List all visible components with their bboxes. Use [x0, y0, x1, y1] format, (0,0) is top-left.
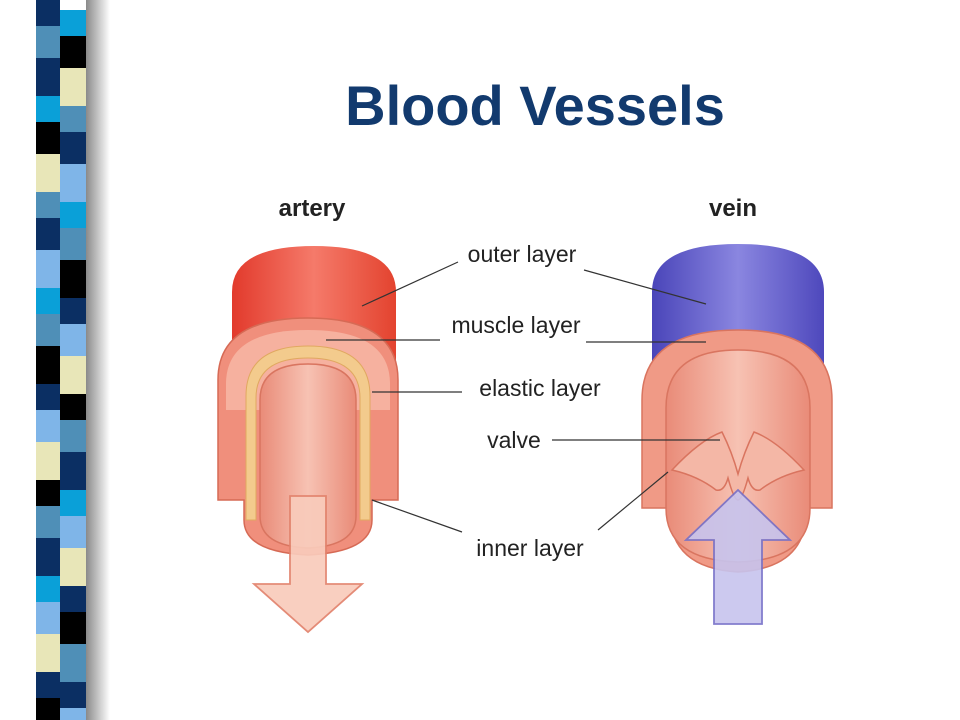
sidebar-stripe — [60, 36, 86, 68]
inner-layer-label: inner layer — [476, 535, 584, 561]
sidebar-stripe — [60, 452, 86, 490]
artery-elastic-layer — [245, 345, 371, 521]
sidebar-stripe — [36, 26, 60, 58]
artery-illustration — [217, 246, 399, 634]
leader-lines — [326, 261, 720, 533]
vein-inner-layer — [665, 349, 811, 563]
sidebar-stripe — [60, 132, 86, 164]
sidebar-stripe — [60, 228, 86, 260]
sidebar-stripe — [36, 480, 60, 506]
sidebar-stripe — [36, 576, 60, 602]
sidebar-stripe — [60, 548, 86, 586]
sidebar-stripe — [36, 506, 60, 538]
sidebar-stripe — [36, 0, 60, 26]
sidebar-stripe — [36, 634, 60, 672]
sidebar-stripe — [60, 516, 86, 548]
slide-title: Blood Vessels — [345, 74, 725, 137]
outer-layer-label: outer layer — [468, 241, 577, 267]
sidebar-stripe — [36, 602, 60, 634]
sidebar-stripe — [36, 410, 60, 442]
sidebar-stripe — [36, 58, 60, 96]
sidebar-stripe — [60, 420, 86, 452]
sidebar-stripe — [36, 442, 60, 480]
sidebar-stripe — [60, 298, 86, 324]
sidebar-stripe — [60, 324, 86, 356]
sidebar-stripe — [36, 122, 60, 154]
sidebar-stripe — [60, 106, 86, 132]
sidebar-stripe — [36, 346, 60, 384]
sidebar-stripe — [60, 10, 86, 36]
sidebar-stripe — [36, 250, 60, 288]
sidebar-stripe — [60, 68, 86, 106]
decorative-sidebar — [36, 0, 110, 720]
sidebar-stripe — [36, 672, 60, 698]
sidebar-stripe — [36, 154, 60, 192]
sidebar-stripe — [60, 164, 86, 202]
vein-illustration — [641, 244, 833, 625]
artery-inner-layer — [259, 363, 357, 549]
sidebar-stripe — [60, 260, 86, 298]
sidebar-stripe — [60, 612, 86, 644]
sidebar-stripe — [36, 384, 60, 410]
sidebar-stripe — [36, 314, 60, 346]
sidebar-stripe — [36, 192, 60, 218]
artery-flow-arrow — [251, 495, 365, 634]
sidebar-stripe — [60, 356, 86, 394]
sidebar-stripe — [36, 96, 60, 122]
sidebar-stripe — [60, 394, 86, 420]
sidebar-stripe — [36, 218, 60, 250]
sidebar-stripe — [60, 490, 86, 516]
vein-flow-arrow — [683, 488, 793, 625]
vein-label: vein — [709, 195, 757, 222]
sidebar-stripe — [36, 538, 60, 576]
elastic-layer-label: elastic layer — [479, 375, 601, 401]
sidebar-stripes — [36, 0, 86, 720]
muscle-layer-label: muscle layer — [451, 312, 580, 338]
sidebar-stripe — [60, 644, 86, 682]
sidebar-stripe — [60, 586, 86, 612]
sidebar-stripe — [60, 682, 86, 708]
sidebar-stripe — [60, 202, 86, 228]
artery-label: artery — [279, 195, 346, 222]
sidebar-stripe — [36, 698, 60, 720]
sidebar-stripe — [36, 288, 60, 314]
sidebar-stripe — [60, 708, 86, 720]
valve-label: valve — [487, 427, 541, 453]
vein-valve — [670, 431, 806, 501]
